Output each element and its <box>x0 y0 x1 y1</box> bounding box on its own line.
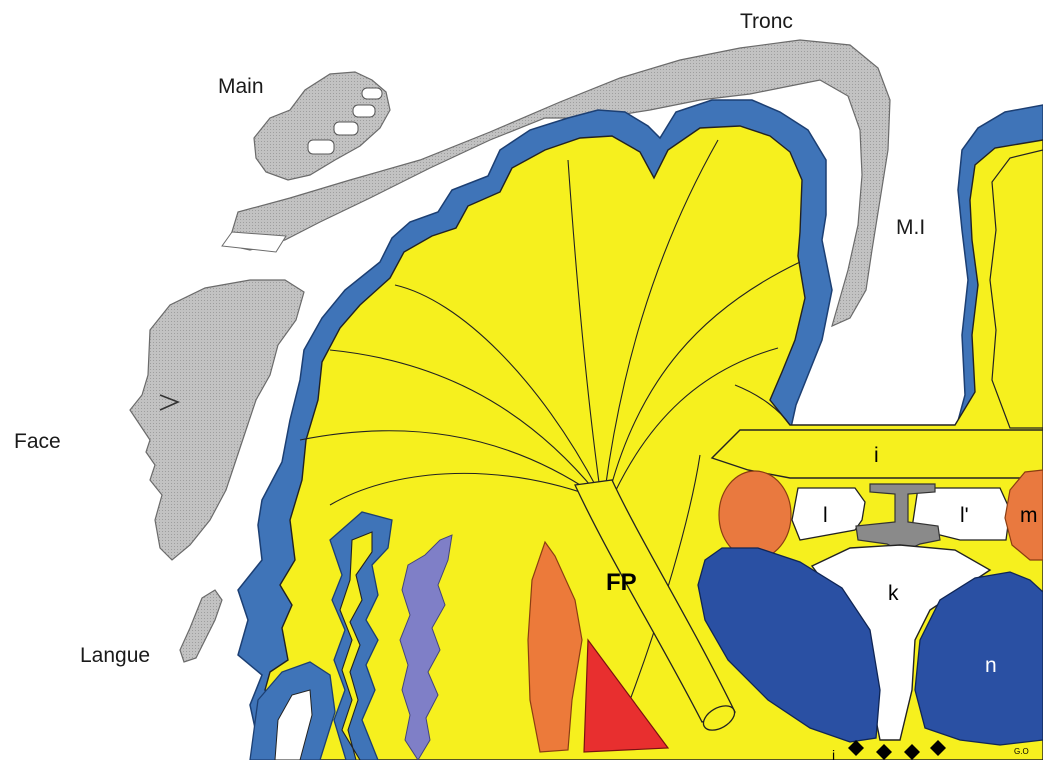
label-mi: M.I <box>896 216 925 239</box>
label-k: k <box>888 582 899 605</box>
bottom-i-mark: i <box>832 747 835 760</box>
label-i: i <box>874 444 879 467</box>
label-langue: Langue <box>80 644 150 667</box>
label-tronc: Tronc <box>740 10 793 33</box>
fingernail <box>362 88 382 99</box>
homunculus-tongue <box>180 590 222 662</box>
caudate-nucleus-left <box>719 471 791 559</box>
label-face: Face <box>14 430 61 453</box>
label-l: l <box>823 504 828 527</box>
right-gyrus-column <box>990 150 1043 428</box>
signature-mark: G.O <box>1014 747 1029 756</box>
fingernail <box>308 140 334 154</box>
label-n: n <box>985 654 997 677</box>
label-m: m <box>1020 504 1038 527</box>
label-main: Main <box>218 75 264 98</box>
label-l-prime: l' <box>960 504 969 527</box>
homunculus-wrist-cuff <box>222 232 286 252</box>
fingernail <box>353 105 375 117</box>
label-fp: FP <box>606 569 637 596</box>
fingernail <box>334 122 358 135</box>
